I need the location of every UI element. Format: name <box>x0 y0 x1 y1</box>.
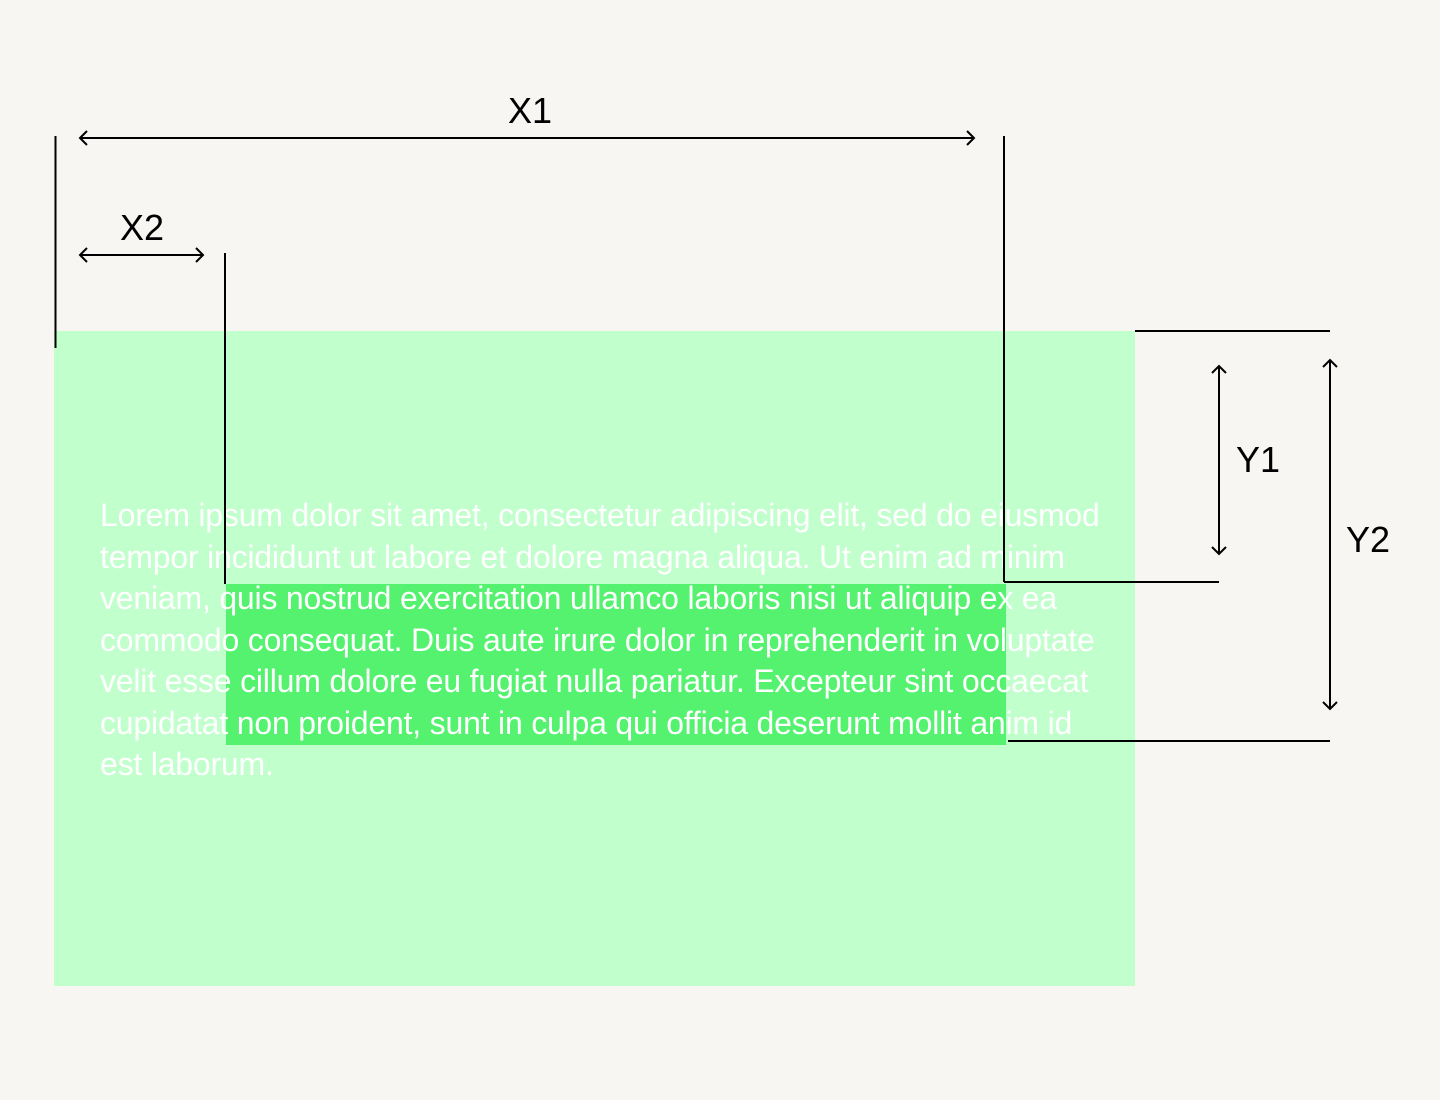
dimension-label-x1: X1 <box>508 90 553 131</box>
dimension-arrow-y2 <box>1322 358 1338 711</box>
offset-highlight-region <box>226 584 1006 745</box>
dimension-label-x2: X2 <box>120 207 165 248</box>
lorem-ipsum-text: Lorem ipsum dolor sit amet, consectetur … <box>100 497 1100 782</box>
dimension-arrow-x2 <box>78 247 205 263</box>
dimension-label-y1: Y1 <box>1236 439 1281 480</box>
dimension-label-y2: Y2 <box>1346 519 1391 560</box>
dimension-arrow-x1 <box>78 130 976 146</box>
dimension-arrow-y1 <box>1211 364 1227 556</box>
